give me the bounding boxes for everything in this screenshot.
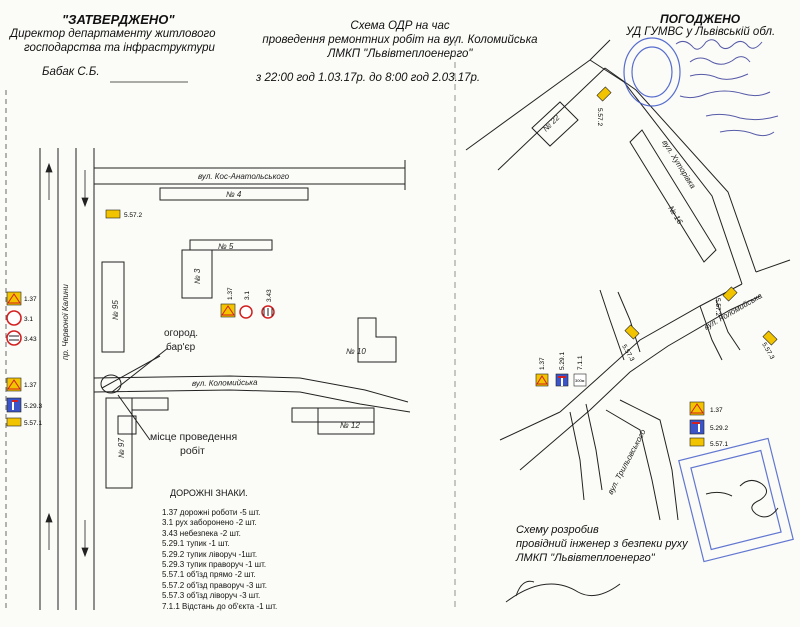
sign-group-center: 1.37 3.1 3.43 (220, 287, 275, 319)
building-4: № 4 (226, 190, 242, 199)
street-label-khutorivka: вул. Хуторівка (660, 138, 697, 190)
legend-item: 1.37 дорожні роботи -5 шт. (162, 508, 261, 517)
sign-label-5-29-2: 5.29.2 (710, 425, 728, 432)
sign-label-1-37: 1.37 (24, 296, 37, 303)
street-kos-anatolskoho (94, 160, 406, 190)
legend-item: 3.43 небезпека -2 шт. (162, 528, 241, 538)
sign-label-3-1: 3.1 (24, 316, 33, 323)
sign-group-left: 1.37 3.1 3.43 1.37 5.29.3 5.57.1 5.57.2 (6, 209, 142, 427)
blue-stamp-bottom-icon (678, 437, 794, 563)
approved-title: "ЗАТВЕРДЖЕНО" (62, 12, 175, 27)
approved-line2: господарства та інфраструктури (24, 42, 215, 54)
no-entry-sign-icon (6, 310, 22, 326)
legend-item: 5.57.1 об'їзд прямо -2 шт. (162, 570, 256, 580)
street-label-trylovskoho: вул. Трильовського (606, 427, 648, 495)
sign-label-5-29-1: 5.29.1 (559, 352, 566, 370)
developer-line1: Схему розробив (516, 524, 599, 536)
sign-label-5-29-3: 5.29.3 (24, 403, 42, 410)
sign-label-5-57-2-b: 5.57.2 (596, 108, 603, 126)
developer-line3: ЛМКП "Львівтеплоенерго" (516, 552, 655, 564)
legend-item: 5.29.2 тупик ліворуч -1шт. (162, 549, 258, 559)
building-10: № 10 (346, 347, 366, 356)
street-label-kos: вул. Кос-Анатольського (198, 172, 290, 181)
scheme-line2: проведення ремонтних робіт на вул. Колом… (262, 34, 538, 46)
sign-label-1-37-e: 1.37 (710, 407, 723, 414)
building-12: № 12 (340, 421, 360, 430)
approved-line1: Директор департаменту житлового (10, 28, 216, 40)
work-place-label-2: робіт (180, 445, 205, 457)
developer-line2: провідний інженер з безпеки руху (516, 538, 688, 550)
handwritten-signature-bottom (705, 480, 779, 518)
roads-right (465, 39, 791, 521)
legend-item: 5.29.1 тупик -1 шт. (162, 539, 230, 549)
detour-straight-sign-icon-2 (689, 437, 705, 447)
sign-label-5-57-2-c: 5.57.2 (714, 298, 721, 316)
detour-sign-icon-left (624, 324, 640, 340)
agreed-title: ПОГОДЖЕНО (660, 12, 741, 26)
svg-text:300м: 300м (575, 378, 585, 383)
detour-sign-icon-top (596, 86, 612, 102)
no-entry-sign-icon-2 (239, 305, 253, 319)
detour-right-sign-icon (105, 209, 121, 219)
avenue-chervonoi-kalyny (39, 148, 95, 610)
buildings-left (101, 187, 397, 489)
sign-label-1-37-c: 1.37 (227, 287, 234, 300)
direction-arrows (45, 162, 89, 558)
detour-sign-icon-mid (722, 286, 738, 302)
road-signs-legend: ДОРОЖНІ ЗНАКИ. 1.37 дорожні роботи -5 шт… (162, 488, 278, 612)
detour-straight-sign-icon (6, 417, 22, 427)
roadwork-sign-icon-2 (6, 377, 22, 392)
work-area (100, 347, 169, 441)
street-kolomyiska-left (93, 375, 411, 413)
sign-label-5-57-1-b: 5.57.1 (710, 441, 728, 448)
sign-label-3-43-b: 3.43 (266, 289, 273, 302)
scheme-line1: Схема ОДР на час (350, 20, 450, 32)
fence-label-1: огород. (164, 328, 198, 339)
sign-label-5-57-3: 5.57.3 (760, 342, 775, 361)
building-22: № 22 (541, 113, 562, 134)
buildings-right (531, 101, 717, 263)
legend-item: 5.57.3 об'їзд ліворуч -3 шт. (162, 591, 261, 601)
handwritten-signature-agreed (675, 39, 779, 137)
distance-plate-icon (573, 373, 587, 387)
building-16: № 16 (666, 204, 684, 226)
agreed-org: УД ГУМВС у Львівській обл. (626, 26, 776, 38)
sign-label-5-57-1: 5.57.1 (24, 420, 42, 427)
sign-label-3-43: 3.43 (24, 336, 37, 343)
legend-item: 5.57.2 об'їзд праворуч -3 шт. (162, 580, 267, 590)
work-place-label-1: місце проведення (150, 431, 237, 443)
street-label-kolomyiska-right: вул. Коломийська (703, 291, 765, 332)
danger-sign-icon (6, 330, 22, 346)
legend-item: 3.1 рух заборонено -2 шт. (162, 518, 257, 528)
building-5: № 5 (218, 242, 234, 251)
roadwork-sign-icon-3 (220, 303, 236, 318)
building-95: № 95 (111, 300, 120, 320)
detour-sign-icon-right (762, 330, 778, 346)
roadwork-sign-icon (6, 291, 22, 306)
sign-label-1-37-d: 1.37 (539, 357, 546, 370)
building-3: № 3 (193, 268, 202, 284)
legend-item: 5.29.3 тупик праворуч -1 шт. (162, 560, 267, 570)
roadwork-sign-icon-5 (689, 401, 705, 416)
scheme-period: з 22:00 год 1.03.17р. до 8:00 год 2.03.1… (256, 72, 481, 84)
legend-item: 7.1.1 Відстань до об'єкта -1 шт. (162, 601, 278, 611)
fence-label-2: бар'єр (166, 341, 196, 353)
street-label-kolomyiska: вул. Коломийська (192, 378, 258, 388)
sign-label-1-37-b: 1.37 (24, 382, 37, 389)
roadwork-sign-icon-4 (535, 373, 549, 387)
street-label-chervonoi-kalyny: пр. Червоної Калини (61, 284, 70, 360)
legend-title: ДОРОЖНІ ЗНАКИ. (170, 488, 248, 498)
approval-stamp-icon (623, 37, 681, 107)
sign-label-7-1-1: 7.1.1 (577, 355, 584, 370)
scheme-line3: ЛМКП "Львівтеплоенерго" (327, 48, 473, 60)
sign-label-3-1-b: 3.1 (244, 291, 251, 300)
sign-group-right: 5.57.2 5.57.2 5.57.3 5.57.3 1.37 5.29.1 … (535, 86, 778, 448)
sign-label-5-57-2: 5.57.2 (124, 212, 142, 219)
building-97: № 97 (117, 438, 126, 458)
handwritten-signature-developer (505, 580, 621, 603)
approved-signer: Бабак С.Б. (42, 66, 100, 78)
